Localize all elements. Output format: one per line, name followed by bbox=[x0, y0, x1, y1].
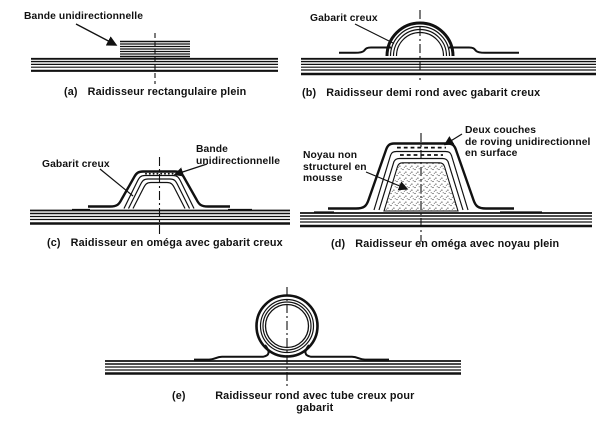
caption-a: (a) Raidisseur rectangulaire plein bbox=[64, 86, 246, 98]
caption-b: (b) Raidisseur demi rond avec gabarit cr… bbox=[302, 87, 540, 99]
caption-b-text: Raidisseur demi rond avec gabarit creux bbox=[326, 87, 541, 99]
base-panel bbox=[105, 360, 461, 375]
wrap-flanges bbox=[194, 344, 389, 361]
label-noyau-mousse: Noyau non structurel en mousse bbox=[303, 150, 367, 184]
caption-a-text: Raidisseur rectangulaire plein bbox=[87, 86, 247, 98]
panel-b-drawing bbox=[301, 10, 596, 80]
omega-hat-shell bbox=[72, 170, 252, 211]
leader-line bbox=[354, 23, 395, 45]
leader-arrow bbox=[75, 23, 118, 46]
uni-band-dots bbox=[145, 172, 174, 175]
caption-b-tag: (b) bbox=[302, 87, 317, 99]
panel-e-drawing bbox=[105, 287, 461, 386]
caption-e-text: Raidisseur rond avec tube creux pour gab… bbox=[215, 390, 415, 414]
panel-a-drawing bbox=[31, 23, 278, 84]
leader-line bbox=[99, 168, 134, 197]
base-panel bbox=[301, 57, 596, 76]
label-deux-couches-roving: Deux couches de roving unidirectionnel e… bbox=[465, 125, 591, 159]
caption-a-tag: (a) bbox=[64, 86, 78, 98]
caption-c-text: Raidisseur en oméga avec gabarit creux bbox=[70, 237, 283, 249]
flanges bbox=[339, 46, 519, 54]
label-band-unidirectionnelle-c: Bande unidirectionnelle bbox=[196, 144, 281, 167]
caption-c-tag: (c) bbox=[47, 237, 61, 249]
leader-arrow-roving bbox=[443, 133, 463, 146]
panel-d-drawing bbox=[300, 133, 592, 242]
caption-d-text: Raidisseur en oméga avec noyau plein bbox=[355, 238, 560, 250]
base-panel bbox=[300, 212, 592, 228]
label-gabarit-creux-c: Gabarit creux bbox=[42, 159, 110, 170]
caption-d: (d) Raidisseur en oméga avec noyau plein bbox=[331, 238, 559, 250]
caption-e: (e) Raidisseur rond avec tube creux pour… bbox=[172, 390, 434, 414]
label-band-unidirectionnelle: Bande unidirectionnelle bbox=[24, 11, 144, 22]
label-gabarit-creux-b: Gabarit creux bbox=[310, 13, 378, 24]
leader-arrow-core bbox=[365, 171, 409, 191]
leader-arrow bbox=[173, 163, 208, 177]
panel-c-drawing bbox=[30, 157, 290, 234]
caption-c: (c) Raidisseur en oméga avec gabarit cre… bbox=[47, 237, 283, 249]
caption-d-tag: (d) bbox=[331, 238, 346, 250]
caption-e-tag: (e) bbox=[172, 390, 186, 402]
